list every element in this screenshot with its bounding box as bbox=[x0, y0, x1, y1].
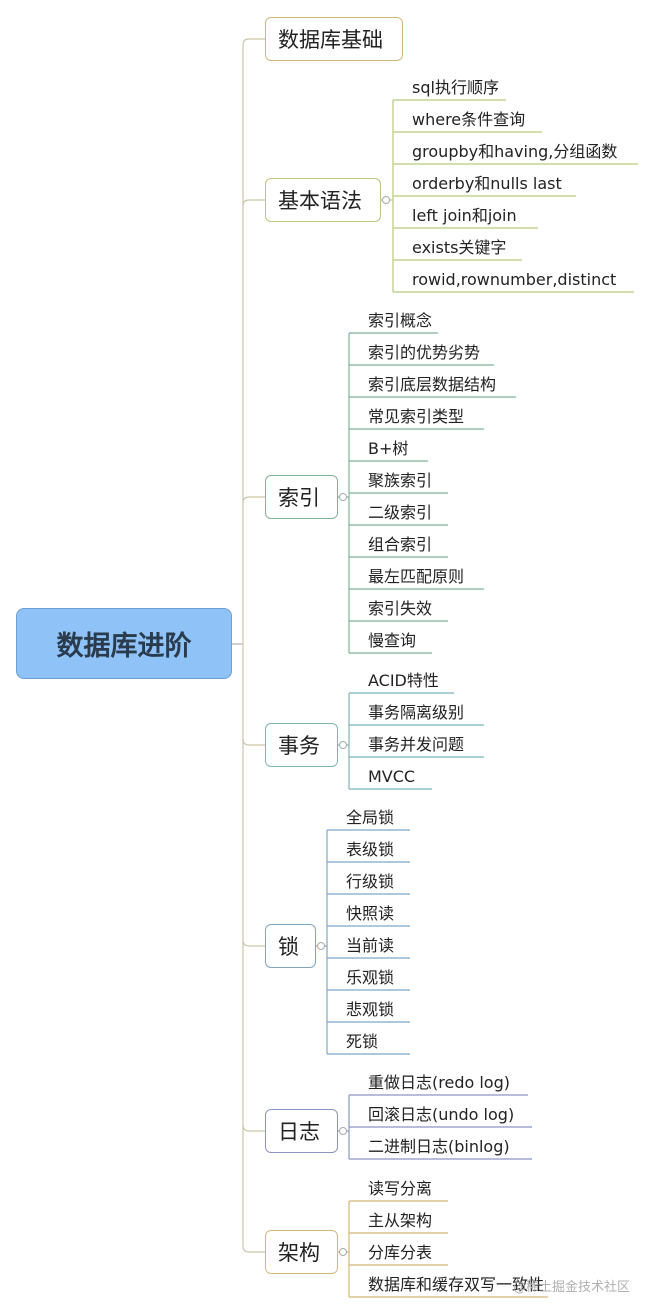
branch-connector-3 bbox=[242, 738, 265, 746]
leaf-topic[interactable]: 行级锁 bbox=[346, 872, 395, 891]
leaf-topic[interactable]: 回滚日志(undo log) bbox=[368, 1105, 515, 1124]
leaf-topic[interactable]: 聚族索引 bbox=[368, 471, 433, 490]
leaf-topic[interactable]: 数据库和缓存双写一致性 bbox=[368, 1275, 545, 1294]
leaf-topic[interactable]: where条件查询 bbox=[412, 110, 526, 129]
branch-topic[interactable]: 数据库基础 bbox=[265, 17, 403, 61]
collapse-toggle[interactable] bbox=[339, 741, 347, 749]
leaf-topic[interactable]: 慢查询 bbox=[368, 631, 417, 650]
branch-topic[interactable]: 基本语法 bbox=[265, 178, 381, 222]
leaf-topic[interactable]: groupby和having,分组函数 bbox=[412, 142, 618, 161]
leaf-topic[interactable]: 索引概念 bbox=[368, 311, 433, 330]
leaf-topic[interactable]: orderby和nulls last bbox=[412, 174, 562, 193]
collapse-toggle[interactable] bbox=[339, 493, 347, 501]
branch-topic[interactable]: 日志 bbox=[265, 1109, 338, 1153]
leaf-topic[interactable]: 读写分离 bbox=[368, 1179, 433, 1198]
leaf-topic[interactable]: 悲观锁 bbox=[346, 1000, 395, 1019]
collapse-toggle[interactable] bbox=[339, 1248, 347, 1256]
leaf-topic[interactable]: left join和join bbox=[412, 206, 517, 225]
watermark: @稀土掘金技术社区 bbox=[512, 1280, 630, 1295]
leaf-topic[interactable]: exists关键字 bbox=[412, 238, 507, 257]
branch-topic[interactable]: 架构 bbox=[265, 1230, 338, 1274]
branch-topic[interactable]: 索引 bbox=[265, 475, 338, 519]
leaf-topic[interactable]: 重做日志(redo log) bbox=[368, 1073, 510, 1092]
collapse-toggle[interactable] bbox=[317, 942, 325, 950]
leaf-topic[interactable]: 最左匹配原则 bbox=[368, 567, 465, 586]
collapse-toggle[interactable] bbox=[382, 196, 390, 204]
leaf-topic[interactable]: 二级索引 bbox=[368, 503, 433, 522]
leaf-topic[interactable]: 索引底层数据结构 bbox=[368, 375, 497, 394]
leaf-topic[interactable]: 快照读 bbox=[346, 904, 395, 923]
collapse-toggle[interactable] bbox=[339, 1127, 347, 1135]
branch-topic[interactable]: 事务 bbox=[265, 723, 338, 767]
leaf-topic[interactable]: 索引的优势劣势 bbox=[368, 343, 481, 362]
branch-topic[interactable]: 锁 bbox=[265, 924, 316, 968]
leaf-topic[interactable]: 常见索引类型 bbox=[368, 407, 465, 426]
leaf-topic[interactable]: 当前读 bbox=[346, 936, 395, 955]
leaf-topic[interactable]: ACID特性 bbox=[368, 671, 439, 690]
branch-connector-6 bbox=[242, 1245, 265, 1253]
leaf-topic[interactable]: 主从架构 bbox=[368, 1211, 433, 1230]
leaf-topic[interactable]: 全局锁 bbox=[346, 808, 395, 827]
branch-connector-4 bbox=[242, 939, 265, 947]
leaf-topic[interactable]: B+树 bbox=[368, 439, 409, 458]
leaf-topic[interactable]: rowid,rownumber,distinct bbox=[412, 270, 617, 289]
leaf-topic[interactable]: 表级锁 bbox=[346, 840, 395, 859]
leaf-topic[interactable]: 死锁 bbox=[346, 1032, 379, 1051]
leaf-topic[interactable]: sql执行顺序 bbox=[412, 78, 499, 97]
leaf-topic[interactable]: 组合索引 bbox=[368, 535, 433, 554]
leaf-topic[interactable]: 乐观锁 bbox=[346, 968, 395, 987]
leaf-topic[interactable]: MVCC bbox=[368, 767, 416, 786]
leaf-topic[interactable]: 二进制日志(binlog) bbox=[368, 1137, 510, 1156]
branch-connector-5 bbox=[242, 1124, 265, 1132]
leaf-topic[interactable]: 索引失效 bbox=[368, 599, 433, 618]
leaf-topic[interactable]: 事务隔离级别 bbox=[368, 703, 465, 722]
branch-connector-2 bbox=[242, 496, 265, 504]
root-topic[interactable]: 数据库进阶 bbox=[16, 608, 232, 679]
branch-connector-0 bbox=[242, 38, 265, 46]
leaf-topic[interactable]: 事务并发问题 bbox=[368, 735, 465, 754]
leaf-topic[interactable]: 分库分表 bbox=[368, 1243, 433, 1262]
branch-connector-1 bbox=[242, 199, 265, 207]
